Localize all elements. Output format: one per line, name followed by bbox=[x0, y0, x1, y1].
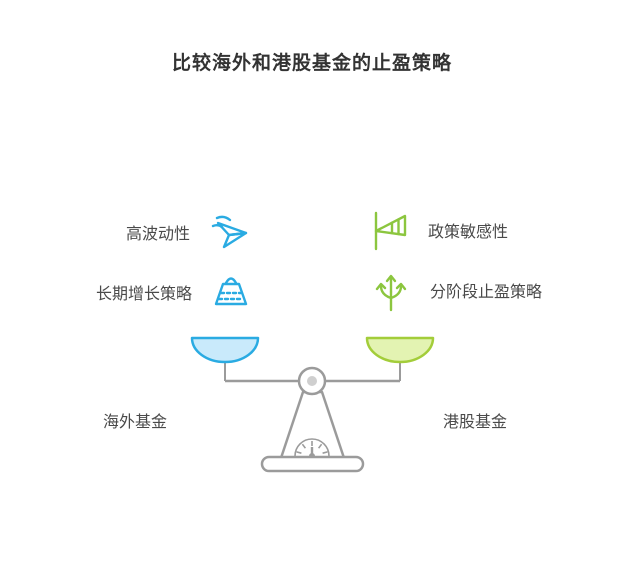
left-pan bbox=[190, 336, 260, 364]
diving-plane-icon bbox=[206, 209, 252, 255]
right-item-label: 分阶段止盈策略 bbox=[430, 284, 543, 301]
right-fund-label: 港股基金 bbox=[442, 414, 507, 431]
weight-icon bbox=[208, 269, 254, 315]
left-item-label: 高波动性 bbox=[125, 226, 190, 243]
scale-base bbox=[260, 455, 365, 473]
gauge-dial bbox=[294, 438, 330, 459]
scale-pivot-dot bbox=[307, 376, 317, 386]
left-item-label: 长期增长策略 bbox=[95, 286, 192, 303]
page-title: 比较海外和港股基金的止盈策略 bbox=[171, 53, 452, 74]
left-item-long-term-growth: 长期增长策略 bbox=[0, 268, 254, 316]
windsock-icon bbox=[366, 207, 412, 253]
right-item-label: 政策敏感性 bbox=[428, 224, 509, 241]
right-pan bbox=[365, 336, 435, 364]
left-item-high-volatility: 高波动性 bbox=[0, 208, 252, 256]
right-item-phased-take-profit: 分阶段止盈策略 bbox=[368, 266, 542, 314]
right-item-policy-sensitivity: 政策敏感性 bbox=[366, 206, 508, 254]
scale-pedestal bbox=[278, 390, 347, 463]
scale-pivot bbox=[297, 366, 327, 396]
branch-arrows-icon bbox=[368, 267, 414, 313]
left-fund-label: 海外基金 bbox=[102, 414, 167, 431]
